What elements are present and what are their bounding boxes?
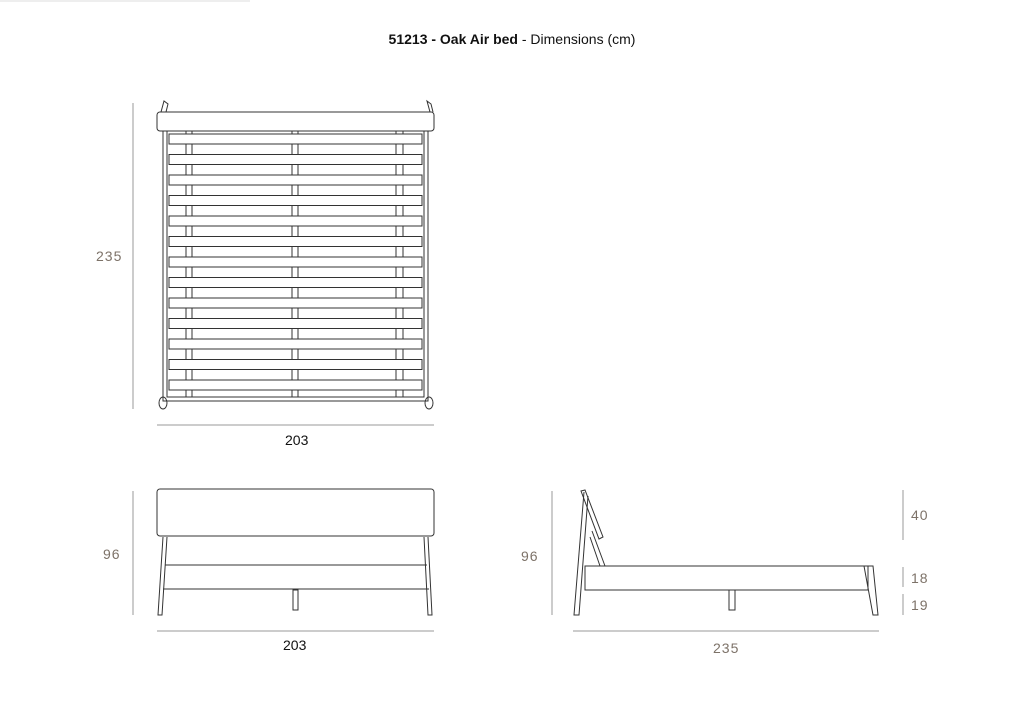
dim-top-width: 203	[285, 432, 309, 448]
slat	[168, 359, 423, 370]
dim-front-height: 96	[103, 546, 121, 562]
product-name: 51213 - Oak Air bed	[388, 31, 518, 47]
leg-right	[423, 536, 433, 616]
title-suffix: - Dimensions (cm)	[517, 31, 636, 47]
front-leg	[863, 565, 879, 616]
slat	[168, 154, 423, 165]
side-rail	[584, 565, 869, 591]
dim-front-width: 203	[283, 637, 307, 653]
dim-frame: 18	[911, 570, 929, 586]
slat	[168, 338, 423, 350]
headboard-support	[589, 530, 606, 567]
slat	[168, 174, 423, 186]
slat	[168, 318, 423, 329]
page-title: 51213 - Oak Air bed - Dimensions (cm)	[0, 31, 1024, 47]
corner-post	[158, 396, 168, 410]
center-foot	[728, 589, 736, 611]
front-view	[132, 488, 435, 632]
slat	[168, 277, 423, 288]
leg-left	[157, 536, 168, 616]
headboard	[580, 489, 604, 540]
dim-side-height: 96	[521, 548, 539, 564]
slats	[168, 131, 423, 397]
dim-legs: 19	[911, 597, 929, 613]
side-view	[551, 489, 904, 632]
center-foot	[292, 589, 299, 611]
top-view	[132, 99, 435, 426]
headboard	[156, 111, 435, 132]
dim-headboard: 40	[911, 507, 929, 523]
slat	[168, 379, 423, 391]
slat	[168, 297, 423, 309]
dim-top-length: 235	[96, 248, 123, 264]
corner-post	[426, 99, 434, 113]
corner-post	[160, 100, 169, 113]
headboard	[156, 488, 435, 537]
rear-leg	[573, 491, 589, 616]
slat	[168, 215, 423, 227]
corner-post	[424, 396, 434, 410]
top-edge-line	[0, 0, 250, 2]
slat	[168, 133, 423, 145]
slat	[168, 256, 423, 268]
slat	[168, 195, 423, 206]
slat	[168, 236, 423, 247]
dim-side-length: 235	[713, 640, 740, 656]
